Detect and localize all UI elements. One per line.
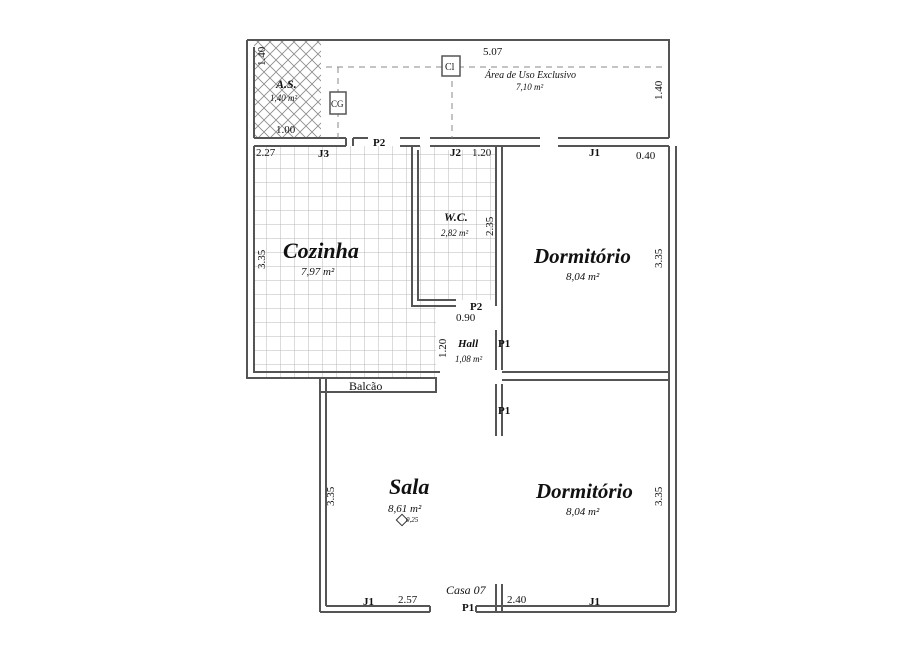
dim-3-35-dorm1: 3.35 bbox=[653, 248, 665, 268]
kitchen-tiles bbox=[254, 146, 436, 378]
sala-name: Sala bbox=[389, 474, 429, 499]
window-j1-dorm2: J1 bbox=[589, 596, 600, 608]
walls bbox=[246, 39, 677, 613]
cl-box bbox=[441, 55, 461, 77]
dim-0-40: 0.40 bbox=[636, 150, 656, 162]
dim-1-40-left: 1.40 bbox=[256, 46, 268, 66]
dim-1-00: 1.00 bbox=[276, 124, 296, 136]
as-area: 1,40 m² bbox=[270, 93, 297, 103]
uso-area: 7,10 m² bbox=[516, 82, 543, 92]
window-j2: J2 bbox=[450, 147, 462, 159]
dim-2-27: 2.27 bbox=[256, 147, 276, 159]
cozinha-area: 7,97 m² bbox=[301, 266, 335, 278]
dim-1-40-right: 1.40 bbox=[653, 80, 665, 100]
wc-tiles bbox=[418, 150, 496, 300]
window-j3: J3 bbox=[318, 148, 330, 160]
dim-2-57: 2.57 bbox=[398, 594, 418, 606]
fixture-icon bbox=[395, 513, 409, 527]
dim-0-90: 0.90 bbox=[456, 312, 476, 324]
dim-2-40: 2.40 bbox=[507, 594, 527, 606]
wc-name: W.C. bbox=[444, 210, 468, 224]
sala-extra: 0,25 bbox=[406, 516, 419, 524]
door-p2-wc: P2 bbox=[470, 301, 483, 313]
hall-name: Hall bbox=[457, 338, 479, 350]
sala-area: 8,61 m² bbox=[388, 503, 422, 515]
dorm1-area: 8,04 m² bbox=[566, 271, 600, 283]
window-j1-sala: J1 bbox=[363, 596, 374, 608]
dim-2-35: 2.35 bbox=[484, 216, 496, 236]
dorm2-area: 8,04 m² bbox=[566, 506, 600, 518]
dim-1-20-top: 1.20 bbox=[472, 147, 492, 159]
dorm1-name: Dormitório bbox=[533, 244, 631, 268]
as-hatch bbox=[254, 41, 321, 138]
uso-name: Área de Uso Exclusivo bbox=[484, 69, 576, 81]
casa-label: Casa 07 bbox=[446, 583, 487, 597]
window-j1-top: J1 bbox=[589, 147, 600, 159]
dim-3-35-dorm2: 3.35 bbox=[653, 486, 665, 506]
hall-area: 1,08 m² bbox=[455, 354, 482, 364]
dim-5-07: 5.07 bbox=[483, 46, 503, 58]
door-p1-bottom: P1 bbox=[462, 602, 474, 614]
cl-label: Cl bbox=[445, 62, 455, 73]
cg-label: CG bbox=[331, 99, 344, 109]
cozinha-name: Cozinha bbox=[283, 238, 359, 263]
dim-1-20-hall: 1.20 bbox=[437, 338, 449, 358]
dorm2-name: Dormitório bbox=[535, 479, 633, 503]
as-name: A.S. bbox=[275, 77, 297, 91]
balcao-label: Balcão bbox=[349, 379, 382, 393]
dim-3-35-cozinha: 3.35 bbox=[256, 249, 268, 269]
dim-3-35-sala: 3.35 bbox=[325, 486, 337, 506]
wc-area: 2,82 m² bbox=[441, 228, 468, 238]
door-p2-top: P2 bbox=[373, 137, 386, 149]
door-p1-hall-b: P1 bbox=[498, 405, 510, 417]
door-p1-hall-a: P1 bbox=[498, 338, 510, 350]
cg-box bbox=[329, 91, 347, 115]
